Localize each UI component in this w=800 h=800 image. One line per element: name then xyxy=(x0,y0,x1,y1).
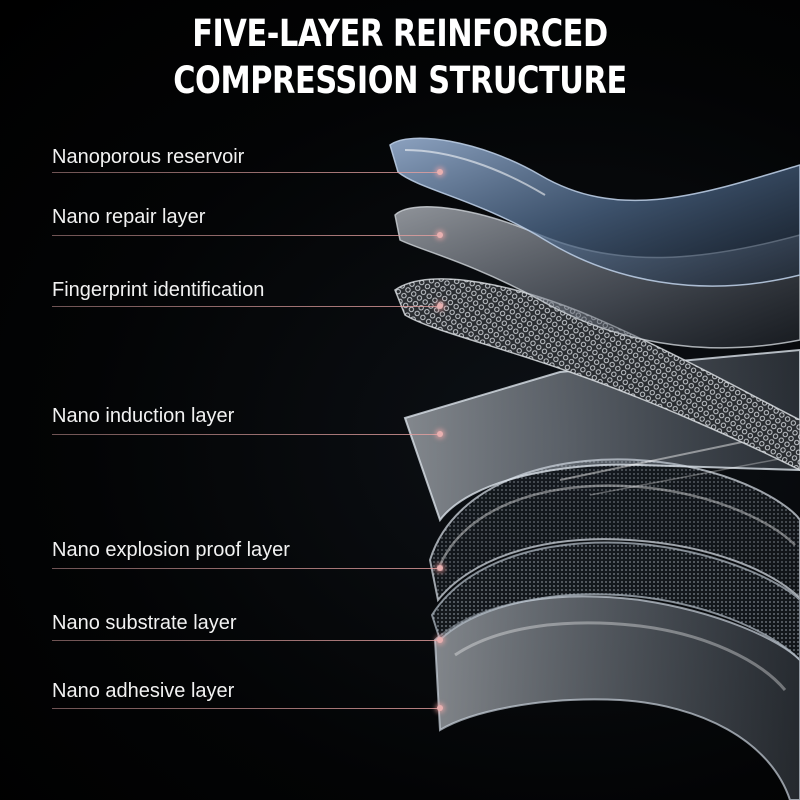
label-nano-induction-layer: Nano induction layer xyxy=(52,405,235,427)
substrate-layer-shape xyxy=(430,541,800,662)
leader-dot-6 xyxy=(437,637,443,643)
leader-dot-1 xyxy=(437,169,443,175)
leader-line-2 xyxy=(52,235,440,236)
leader-line-6 xyxy=(52,640,440,641)
leader-line-5 xyxy=(52,568,440,569)
label-fingerprint-identification: Fingerprint identification xyxy=(52,279,265,301)
title-line-1: FIVE-LAYER REINFORCED xyxy=(192,12,608,55)
leader-dot-5 xyxy=(437,565,443,571)
adhesive-layer-shape xyxy=(433,595,800,800)
label-nano-adhesive-layer: Nano adhesive layer xyxy=(52,680,235,702)
leader-line-1 xyxy=(52,172,440,173)
label-nano-explosion-proof-layer: Nano explosion proof layer xyxy=(52,539,290,561)
label-nano-repair-layer: Nano repair layer xyxy=(52,206,206,228)
leader-line-4 xyxy=(52,434,440,435)
leader-line-7 xyxy=(52,708,440,709)
leader-line-3 xyxy=(52,306,440,307)
page-title: FIVE-LAYER REINFORCED COMPRESSION STRUCT… xyxy=(72,10,728,104)
leader-dot-4 xyxy=(437,431,443,437)
title-line-2: COMPRESSION STRUCTURE xyxy=(173,59,627,102)
label-nanoporous-reservoir: Nanoporous reservoir xyxy=(52,146,245,168)
reservoir-layer-shape xyxy=(389,137,800,287)
repair-layer-shape xyxy=(394,206,800,349)
leader-dot-2 xyxy=(437,232,443,238)
label-nano-substrate-layer: Nano substrate layer xyxy=(52,612,237,634)
leader-dot-3 xyxy=(437,303,443,309)
leader-dot-7 xyxy=(437,705,443,711)
